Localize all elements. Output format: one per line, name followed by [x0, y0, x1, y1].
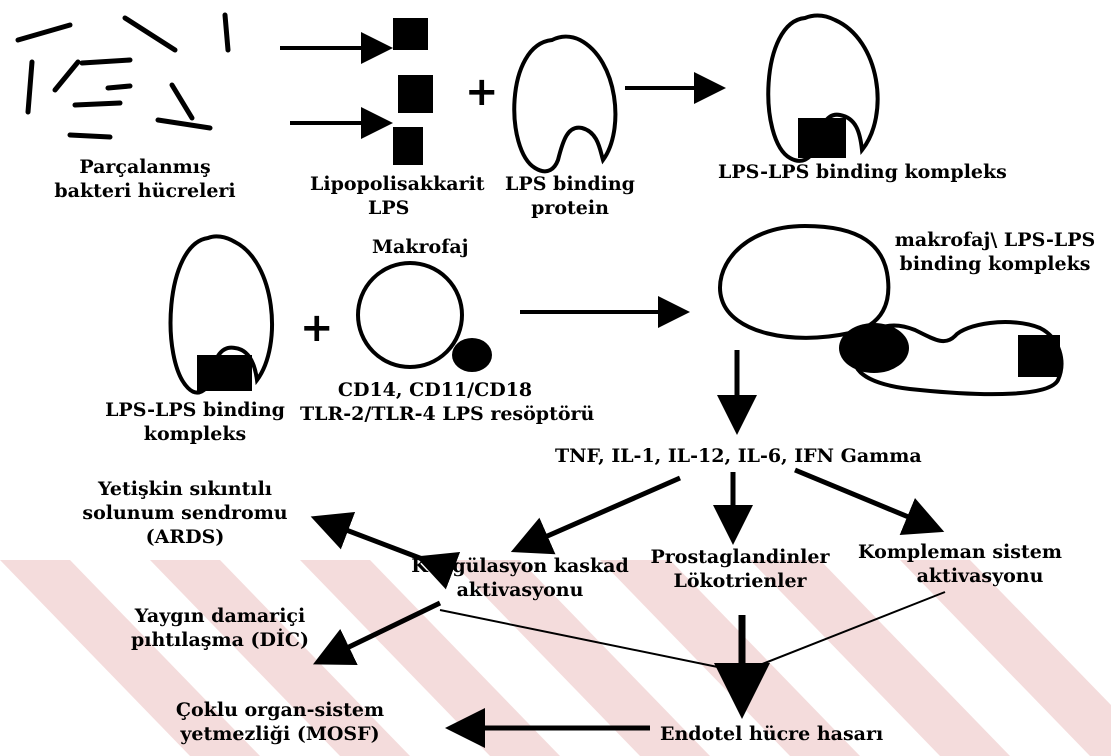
label-prostaglandins: Prostaglandinler Lökotrienler	[650, 545, 830, 593]
macrophage-cell	[356, 261, 464, 369]
label-receptors-line2: TLR-2/TLR-4 LPS resöptörü	[300, 403, 595, 425]
label-receptors: CD14, CD11/CD18 TLR-2/TLR-4 LPS resöptör…	[300, 378, 595, 426]
label-lipopolysaccharide: Lipopolisakkarit LPS	[310, 172, 485, 220]
label-complement-line1: Kompleman sistem	[858, 541, 1062, 563]
lps-binding-protein-crescent	[512, 34, 618, 174]
label-lps-complex-left-line2: kompleks	[143, 423, 247, 445]
arrow-to-coagulation	[510, 475, 682, 555]
label-coagulation-line2: aktivasyonu	[456, 579, 584, 601]
plus-sign-top: +	[465, 69, 499, 115]
label-complement: Kompleman sistem aktivasyonu	[855, 540, 1065, 588]
label-lps-complex-top: LPS-LPS binding kompleks	[718, 161, 1007, 183]
label-prostaglandins-line1: Prostaglandinler	[650, 546, 830, 568]
arrow-to-complement	[794, 467, 945, 535]
label-lps-line1: Lipopolisakkarit	[310, 173, 485, 195]
watermark-logo	[0, 560, 1111, 756]
arrow-to-dic	[312, 600, 442, 665]
label-macrophage-complex: makrofaj\ LPS-LPS binding kompleks	[885, 228, 1105, 276]
lps-square-2	[398, 75, 433, 113]
label-fragmented-bacteria-line2: bakteri hücreleri	[54, 180, 236, 202]
label-macrophage-complex-line1: makrofaj\ LPS-LPS	[894, 229, 1096, 251]
label-dic-line1: Yaygın damariçi	[134, 605, 306, 627]
label-macrophage: Makrofaj	[372, 236, 469, 258]
lps-complex-top-crescent	[766, 13, 880, 163]
line-complement-to-endothelium	[741, 591, 946, 673]
label-ards-line1: Yetişkin sıkıntılı	[97, 478, 273, 500]
lps-complex-left-square	[197, 355, 252, 391]
label-lps-binding-protein: LPS binding protein	[495, 172, 645, 220]
bacteria-fragments	[15, 12, 231, 140]
label-prostaglandins-line2: Lökotrienler	[673, 570, 807, 592]
label-cytokines: TNF, IL-1, IL-12, IL-6, IFN Gamma	[555, 445, 922, 467]
macrophage-receptor	[452, 338, 492, 372]
line-coagulation-to-endothelium	[439, 609, 743, 673]
label-ards: Yetişkin sıkıntılı solunum sendromu (ARD…	[80, 477, 290, 549]
lps-complex-left-crescent	[168, 234, 274, 395]
lps-square-1	[393, 18, 428, 50]
label-complement-line2: aktivasyonu	[916, 565, 1044, 587]
label-ards-line3: (ARDS)	[145, 526, 225, 548]
label-dic: Yaygın damariçi pıhtılaşma (DİC)	[120, 604, 320, 652]
lps-complex-top-square	[798, 118, 846, 158]
label-dic-line2: pıhtılaşma (DİC)	[130, 629, 310, 651]
lps-square-3	[393, 127, 423, 165]
macrophage-complex-lps-square	[1018, 335, 1060, 377]
label-lbp-line2: protein	[531, 197, 609, 219]
label-lbp-line1: LPS binding	[505, 173, 635, 195]
label-fragmented-bacteria-line1: Parçalanmış	[79, 156, 211, 178]
label-mosf: Çoklu organ-sistem yetmezliği (MOSF)	[170, 698, 390, 746]
label-mosf-line1: Çoklu organ-sistem	[175, 699, 385, 721]
macrophage-complex-cell	[718, 223, 891, 340]
macrophage-complex-receptor	[839, 323, 909, 373]
label-coagulation: Koagülasyon kaskad aktivasyonu	[410, 554, 630, 602]
label-endothelial-damage: Endotel hücre hasarı	[660, 723, 884, 745]
label-receptors-line1: CD14, CD11/CD18	[337, 379, 533, 401]
label-ards-line2: solunum sendromu	[82, 502, 288, 524]
plus-sign-middle: +	[300, 305, 334, 351]
label-coagulation-line1: Koagülasyon kaskad	[411, 555, 629, 577]
label-lps-complex-left-line1: LPS-LPS binding	[105, 399, 285, 421]
label-fragmented-bacteria: Parçalanmış bakteri hücreleri	[45, 155, 245, 203]
arrow-coagulation-ards	[310, 511, 461, 590]
label-macrophage-complex-line2: binding kompleks	[899, 253, 1091, 275]
label-lps-complex-left: LPS-LPS binding kompleks	[90, 398, 300, 446]
label-lps-line2: LPS	[368, 197, 410, 219]
label-mosf-line2: yetmezliği (MOSF)	[180, 723, 380, 745]
